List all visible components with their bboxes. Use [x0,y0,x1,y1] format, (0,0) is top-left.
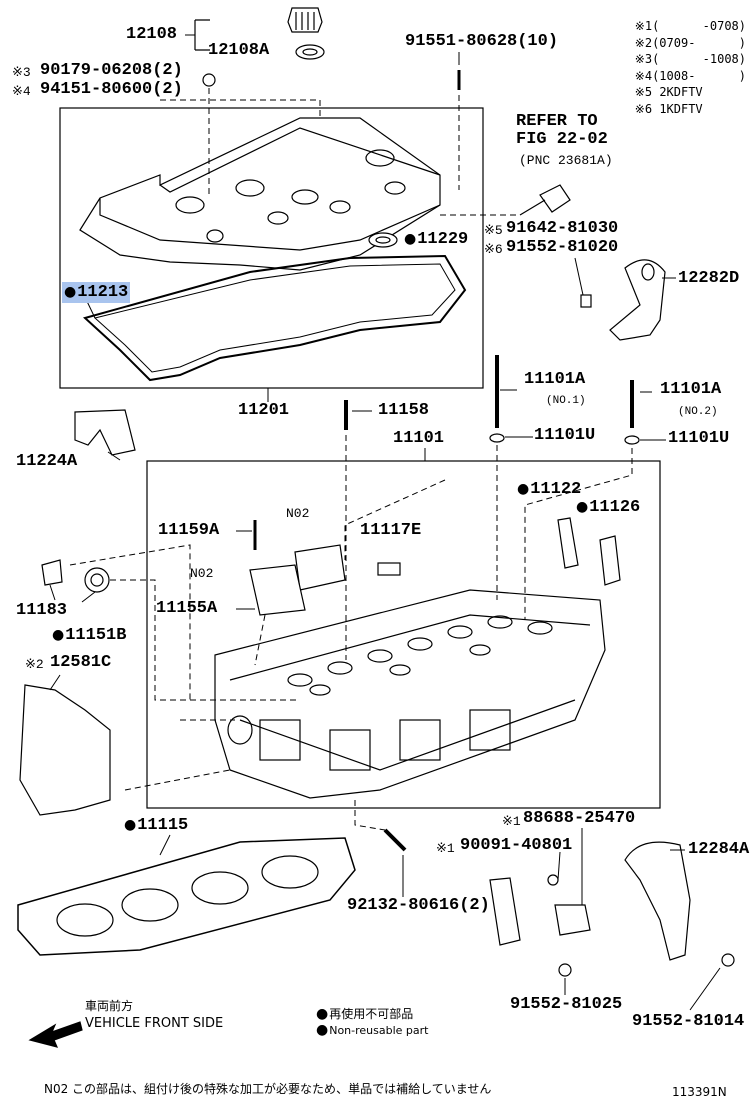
refer-line1: REFER TO [516,112,598,131]
front-label-jp: 車両前方 [85,999,134,1013]
legend-row-6: ※6 1KDFTV [634,101,703,116]
front-label-en: VEHICLE FRONT SIDE [85,1016,224,1031]
part-12284A[interactable]: 12284A [688,840,750,859]
legend: ※1( -0708) ※2(0709- ) ※3( -1008) ※4(1008… [635,18,746,117]
cover-11224A-illustration [74,409,136,456]
vehicle-front-arrow [28,1021,83,1048]
cylinder-head-illustration [214,589,606,799]
bracket-12284A-illustration [624,841,691,961]
part-11213[interactable]: 11213 [62,282,131,303]
part-11224A[interactable]: 11224A [16,452,78,471]
part-11117E[interactable]: 11117E [360,521,422,540]
part-11151B[interactable]: 11151B [52,626,126,645]
head-frame [146,460,661,809]
part-11158[interactable]: 11158 [378,401,430,420]
mark-5: ※5 [484,223,503,238]
part-11229[interactable]: 11229 [404,230,468,249]
part-12108[interactable]: 12108 [126,25,178,44]
part-11101A-no1[interactable]: 11101A [524,370,586,389]
part-91551-80628[interactable]: 91551-80628(10) [405,32,559,51]
non-reusable-en: Non-reusable part [316,1022,428,1038]
legend-row-5: ※5 2KDFTV [634,85,703,99]
legend-row-4: ※4(1008- ) [634,68,746,83]
part-11101[interactable]: 11101 [393,429,445,448]
n02-footnote: N02 この部品は、組付け後の特殊な加工が必要なため、単品では補給していません [44,1082,492,1096]
cover-frame [59,107,484,389]
refer-line3: (PNC 23681A) [519,153,613,168]
non-reusable-jp: 再使用不可部品 [316,1005,413,1022]
part-90179-06208[interactable]: 90179-06208(2) [40,61,183,80]
part-11122[interactable]: 11122 [517,480,581,499]
part-94151-80600[interactable]: 94151-80600(2) [40,80,183,99]
part-90091-40801[interactable]: 90091-40801 [460,836,573,855]
mark-1a: ※1 [502,814,521,829]
cover-gasket-illustration [82,254,467,382]
part-91552-81025[interactable]: 91552-81025 [510,995,623,1014]
diagram-code: 113391N [672,1085,727,1099]
valve-cover-illustration [79,117,441,271]
note-n02-a: N02 [286,506,310,521]
part-91552-81014[interactable]: 91552-81014 [632,1012,745,1031]
part-11155A[interactable]: 11155A [156,599,218,618]
part-11126[interactable]: 11126 [576,498,640,517]
label-no2: (NO.2) [678,406,718,418]
note-n02-b: N02 [190,566,214,581]
part-11101U-1[interactable]: 11101U [534,426,596,445]
part-92132-80616[interactable]: 92132-80616(2) [347,896,490,915]
mark-6: ※6 [484,242,503,257]
part-11101A-no2[interactable]: 11101A [660,380,722,399]
legend-row-3: ※3( -1008) [634,52,746,66]
mark-1b: ※1 [436,841,455,856]
part-11101U-2[interactable]: 11101U [668,429,730,448]
part-12581C[interactable]: 12581C [50,653,112,672]
part-11159A[interactable]: 11159A [158,521,220,540]
part-11183[interactable]: 11183 [16,601,68,620]
head-gasket-illustration [17,837,356,956]
part-91552-81020[interactable]: 91552-81020 [506,238,619,257]
refer-line2: FIG 22-02 [516,130,608,149]
part-11201[interactable]: 11201 [238,401,290,420]
oil-cap-illustration [287,7,325,60]
label-no1: (NO.1) [546,395,586,407]
mark-2: ※2 [25,657,44,672]
bracket-12282D-illustration [580,259,666,341]
mark-3: ※3 [12,65,31,80]
part-12108A[interactable]: 12108A [208,41,270,60]
legend-row-2: ※2(0709- ) [634,35,746,50]
part-91642-81030[interactable]: 91642-81030 [506,219,619,238]
part-12282D[interactable]: 12282D [678,269,740,288]
legend-row-1: ※1( -0708) [634,19,746,33]
timing-cover-12581C-illustration [19,684,111,816]
part-11115[interactable]: 11115 [124,816,188,835]
part-88688-25470[interactable]: 88688-25470 [523,809,636,828]
mark-4: ※4 [12,84,31,99]
